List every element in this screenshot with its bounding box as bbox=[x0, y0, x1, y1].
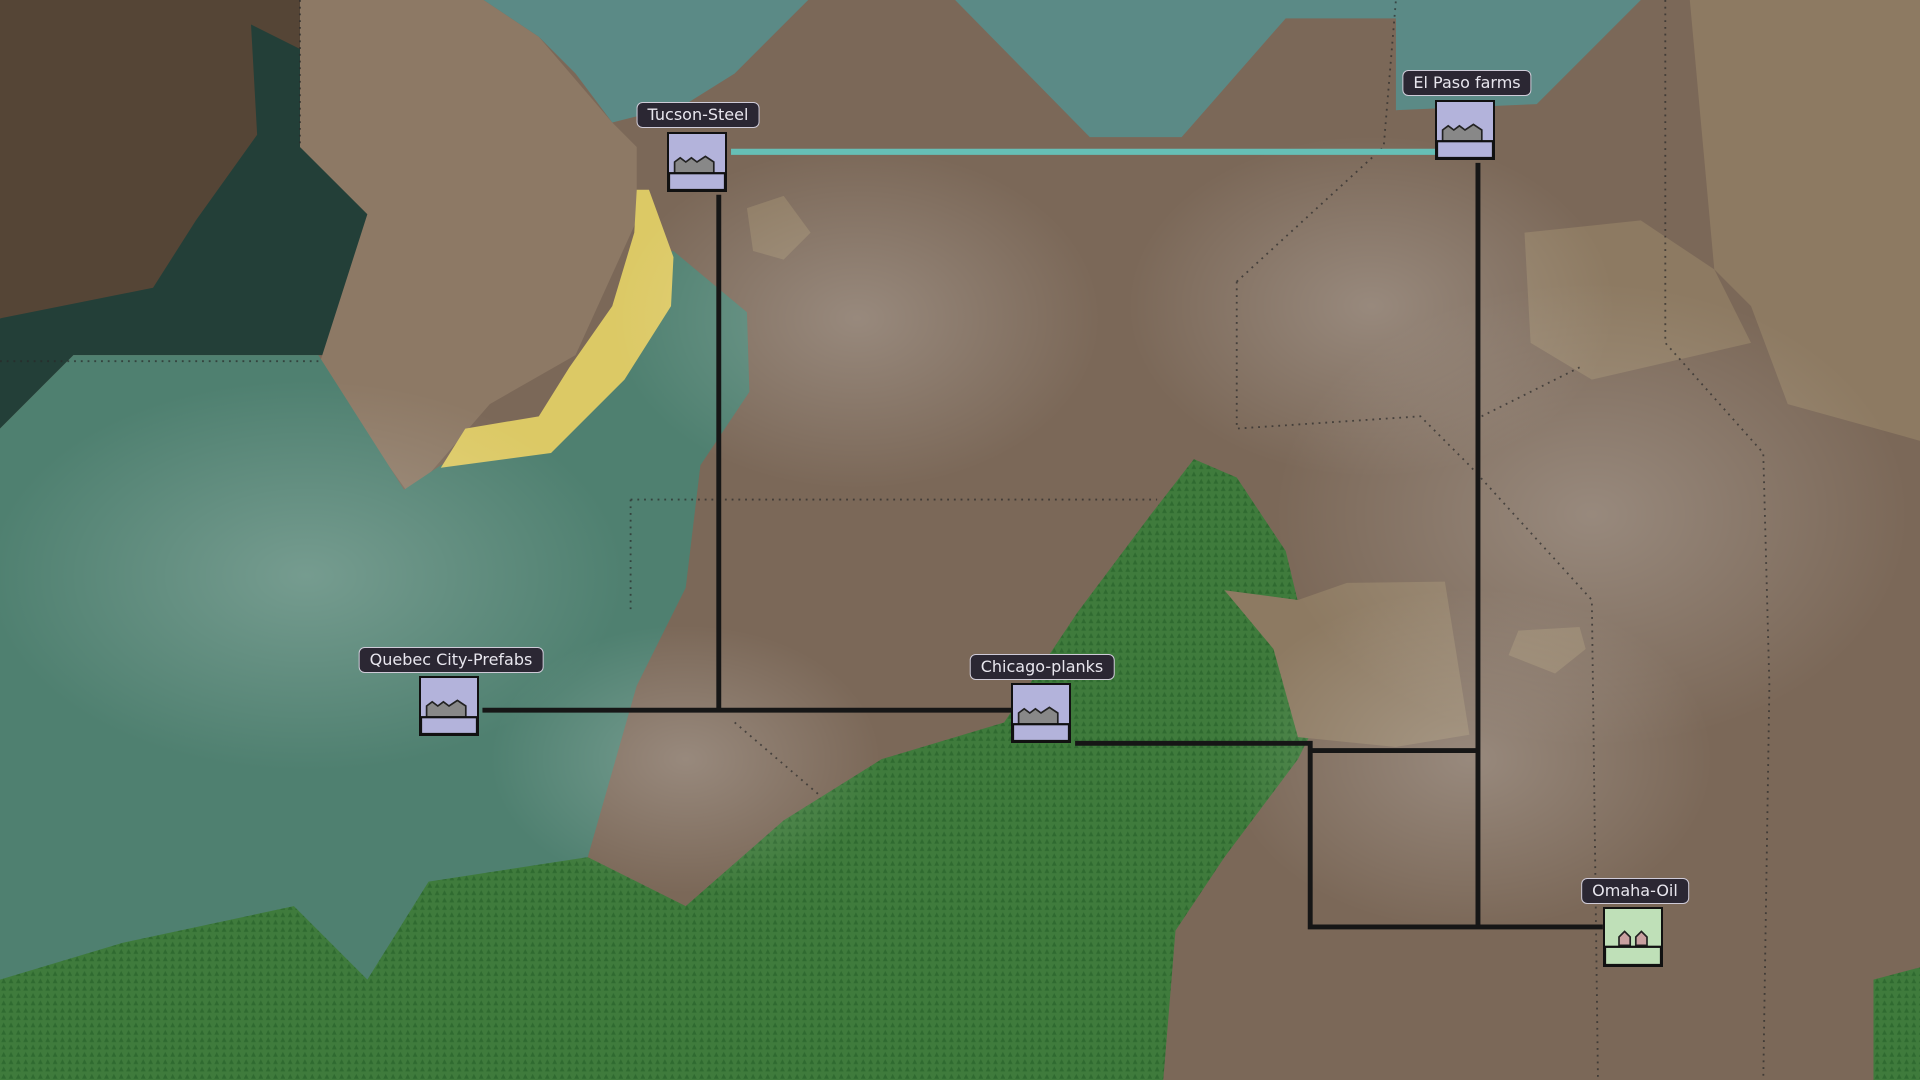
factory-icon[interactable] bbox=[419, 676, 479, 736]
houses-icon[interactable] bbox=[1603, 907, 1663, 967]
city-label[interactable]: El Paso farms bbox=[1402, 70, 1532, 96]
forest bbox=[1873, 967, 1920, 1080]
lake bbox=[483, 0, 809, 123]
factory-icon[interactable] bbox=[1011, 683, 1071, 743]
roads[interactable] bbox=[482, 162, 1603, 930]
clouds bbox=[0, 134, 1911, 931]
highland bbox=[300, 0, 637, 496]
city-label[interactable]: Omaha-Oil bbox=[1581, 878, 1689, 904]
city-label[interactable]: Quebec City-Prefabs bbox=[358, 647, 544, 673]
city-label[interactable]: Chicago-planks bbox=[969, 654, 1115, 680]
forest bbox=[0, 459, 1323, 1080]
highland bbox=[1689, 0, 1920, 441]
city-label[interactable]: Tucson-Steel bbox=[636, 102, 760, 128]
factory-icon[interactable] bbox=[667, 132, 727, 192]
factory-icon[interactable] bbox=[1435, 100, 1495, 160]
